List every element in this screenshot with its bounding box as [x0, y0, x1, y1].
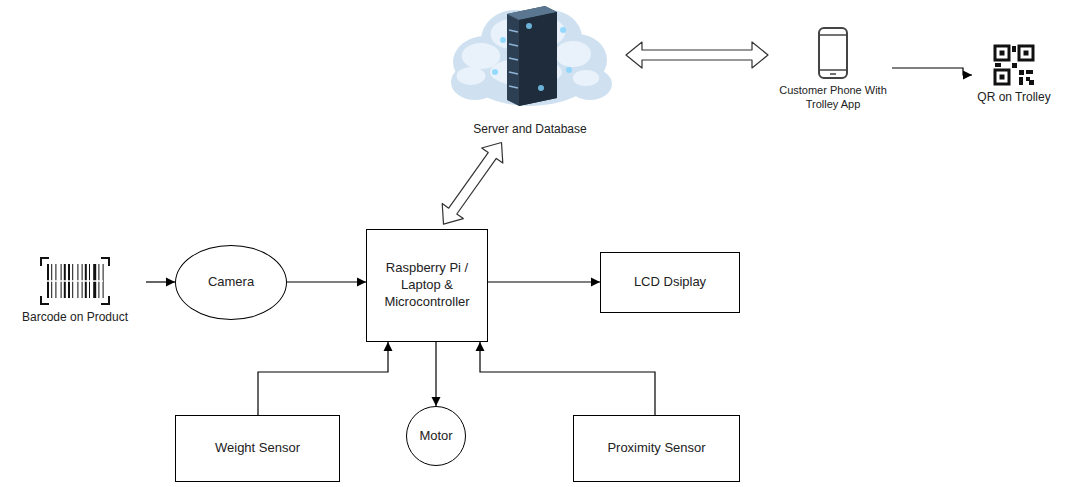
icon-caption: Customer Phone With Trolley App: [774, 84, 892, 112]
phone-screen-top: [820, 34, 846, 36]
motor-circle: Motor: [406, 406, 466, 466]
connector-line: [258, 342, 388, 415]
server-database-cloud: Server and Database: [440, 0, 620, 138]
qr-finder: [995, 46, 1009, 60]
server-slot: [509, 86, 518, 88]
node-label: Weight Sensor: [215, 440, 300, 457]
arrow-head: [357, 278, 366, 287]
glow-dot: [566, 67, 572, 73]
server-slot: [509, 30, 518, 32]
sensor-box: Proximity Sensor: [573, 415, 740, 482]
qr-finder: [995, 70, 1009, 84]
server-side: [519, 12, 557, 106]
glow-dot: [560, 27, 566, 33]
cloud-puff: [568, 68, 612, 100]
qr-module: [995, 63, 1001, 67]
cloud-highlight: [555, 41, 591, 67]
connector-line: [435, 342, 436, 406]
qr-icon: [993, 44, 1035, 86]
glow-dot: [500, 37, 506, 43]
connector-line: [480, 342, 655, 415]
connector-line: [287, 281, 366, 282]
product-barcode: Barcode on Product: [4, 256, 146, 326]
customer-phone: Customer Phone With Trolley App: [774, 26, 892, 112]
cloud-highlight: [457, 67, 486, 85]
phone-screen-bottom: [820, 69, 846, 71]
phone-body: [819, 28, 847, 78]
double-arrow: [626, 42, 768, 68]
qr-module: [1026, 70, 1033, 74]
node-label: Raspberry Pi / Laptop & Microcontroller: [375, 260, 479, 311]
cloud-server-illustration: [445, 0, 615, 118]
cloud-shape: [451, 10, 612, 106]
server-slot: [509, 44, 518, 46]
display-box: LCD Dsiplay: [600, 252, 740, 313]
node-label: Motor: [419, 428, 452, 445]
cloud-highlight: [573, 70, 599, 86]
qr-finder-dot: [1000, 75, 1005, 80]
connector-line: [488, 281, 600, 282]
qr-module: [1012, 46, 1016, 52]
qr-module: [1019, 70, 1024, 75]
cloud-highlight: [462, 43, 500, 69]
phone-icon: [816, 26, 850, 80]
qr-finder-dot: [1024, 51, 1029, 56]
server-tower: [507, 6, 557, 106]
controller-box: Raspberry Pi / Laptop & Microcontroller: [366, 229, 488, 342]
qr-code: QR on Trolley: [972, 44, 1056, 106]
glow-dot: [538, 85, 544, 91]
server-slot: [509, 58, 518, 60]
sensor-box: Weight Sensor: [175, 415, 340, 482]
qr-finder: [1019, 46, 1033, 60]
arrow-head: [432, 397, 441, 406]
arrow-head: [476, 342, 485, 351]
arrow-head: [166, 278, 175, 287]
double-arrow: [442, 143, 503, 225]
qr-module: [1012, 63, 1017, 68]
arrow-head: [591, 278, 600, 287]
icon-caption: Barcode on Product: [22, 310, 128, 326]
arrow-head: [963, 71, 972, 80]
node-label: Camera: [208, 274, 254, 291]
icon-caption: QR on Trolley: [977, 90, 1050, 106]
server-slot: [509, 72, 518, 74]
arrow-head: [384, 342, 393, 351]
phone-button: [830, 73, 836, 75]
icon-caption: Server and Database: [473, 122, 586, 138]
qr-finder-dot: [1000, 51, 1005, 56]
qr-module: [1029, 80, 1034, 85]
connector-line: [892, 68, 972, 75]
node-label: Proximity Sensor: [607, 440, 705, 457]
qr-module: [1019, 77, 1023, 85]
camera-circle: Camera: [175, 245, 287, 320]
glow-dot: [526, 23, 532, 29]
barcode-icon: [39, 256, 111, 306]
node-label: LCD Dsiplay: [634, 274, 706, 291]
glow-dot: [492, 69, 498, 75]
barcode-frame: [41, 258, 109, 304]
barcode-gap: [47, 280, 103, 282]
